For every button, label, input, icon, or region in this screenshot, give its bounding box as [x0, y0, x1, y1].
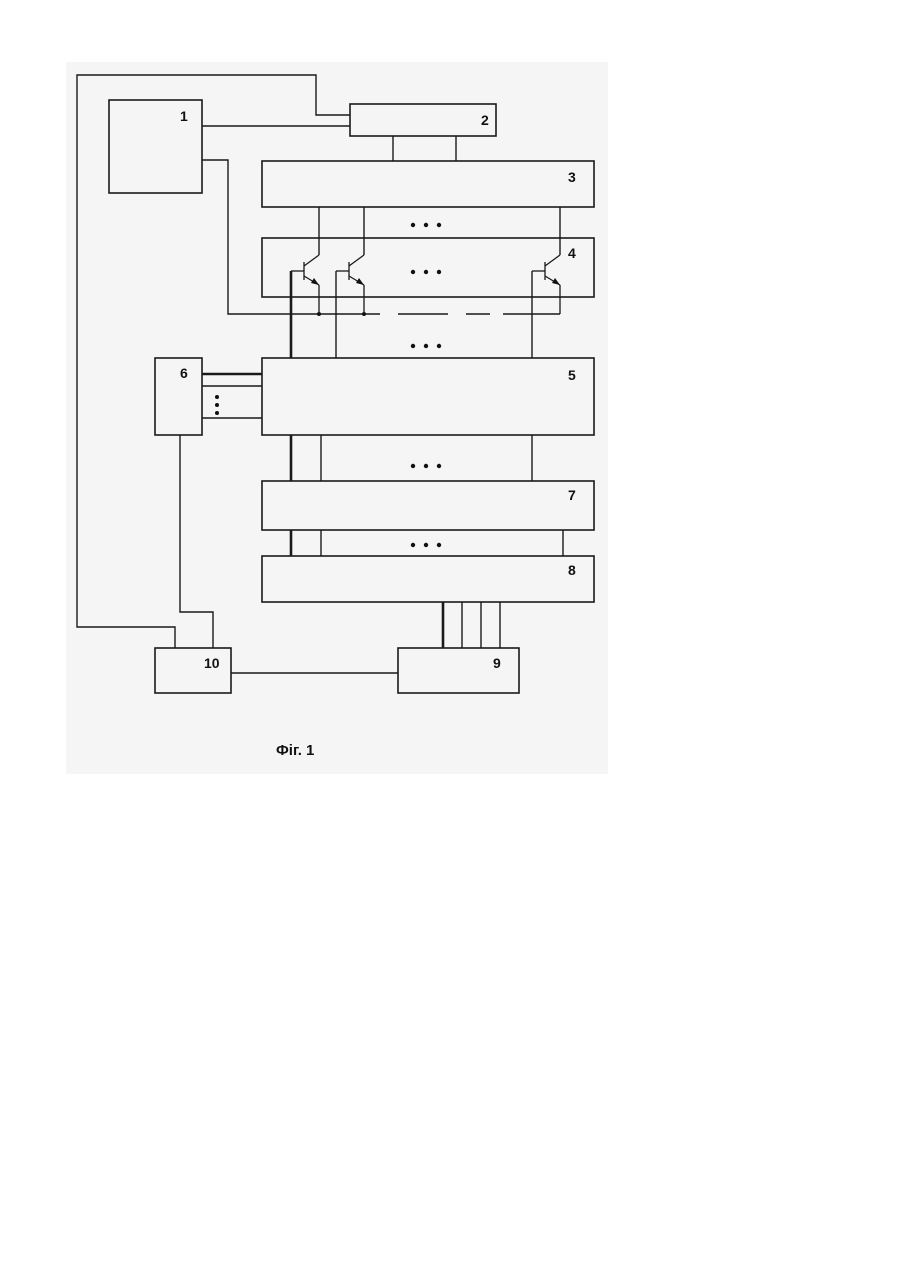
block-9-label: 9 [493, 655, 501, 671]
block-3-label: 3 [568, 169, 576, 185]
figure-caption: Фіг. 1 [276, 742, 314, 759]
block-7-label: 7 [568, 487, 576, 503]
block-8-label: 8 [568, 562, 576, 578]
block-5-label: 5 [568, 367, 576, 383]
scan-background [66, 62, 608, 774]
block-6-label: 6 [180, 365, 188, 381]
block-2-label: 2 [481, 112, 489, 128]
block-4-label: 4 [568, 245, 576, 261]
block-10-label: 10 [204, 655, 220, 671]
block-1-label: 1 [180, 108, 188, 124]
vertical-ellipsis-icon [215, 395, 219, 415]
